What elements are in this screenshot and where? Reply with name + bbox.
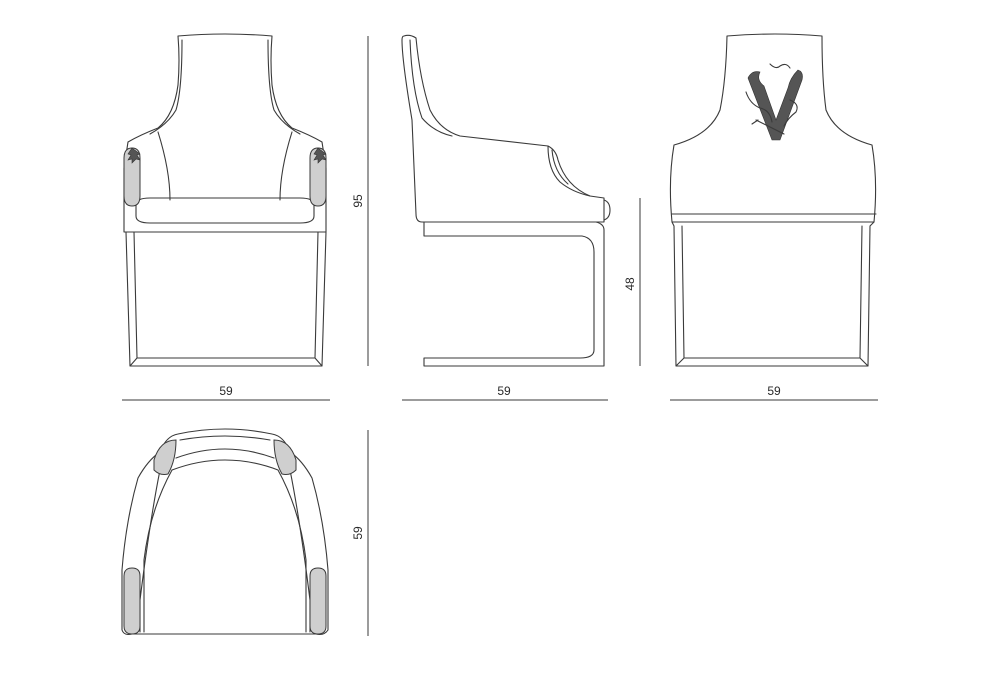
top-right-front-pad <box>309 567 327 635</box>
top-right-rear-pad <box>273 439 297 475</box>
front-seat-cushion <box>135 197 315 224</box>
front-right-emblem-icon <box>313 147 327 164</box>
back-base <box>671 221 875 367</box>
front-height-label: 95 <box>351 194 365 208</box>
side-base <box>423 221 605 367</box>
front-right-arm <box>309 147 327 207</box>
back-view <box>669 33 877 367</box>
top-view <box>121 428 329 636</box>
top-depth-label: 59 <box>351 526 365 540</box>
top-left-front-pad <box>123 567 141 635</box>
back-seat-height-label: 48 <box>623 277 637 291</box>
side-backrest <box>401 34 605 223</box>
back-v-logo-icon <box>745 63 803 141</box>
back-shell <box>669 33 877 223</box>
top-left-rear-pad <box>153 439 177 475</box>
side-width-label: 59 <box>497 384 511 398</box>
front-width-label: 59 <box>219 384 233 398</box>
side-view <box>401 34 611 367</box>
front-view <box>123 33 327 367</box>
dimensions: 59 95 59 48 59 59 <box>122 36 878 636</box>
front-left-arm <box>123 147 141 207</box>
top-outline <box>121 428 329 636</box>
front-backrest <box>123 33 327 233</box>
front-base <box>125 231 327 367</box>
back-width-label: 59 <box>767 384 781 398</box>
front-left-emblem-icon <box>127 147 141 164</box>
